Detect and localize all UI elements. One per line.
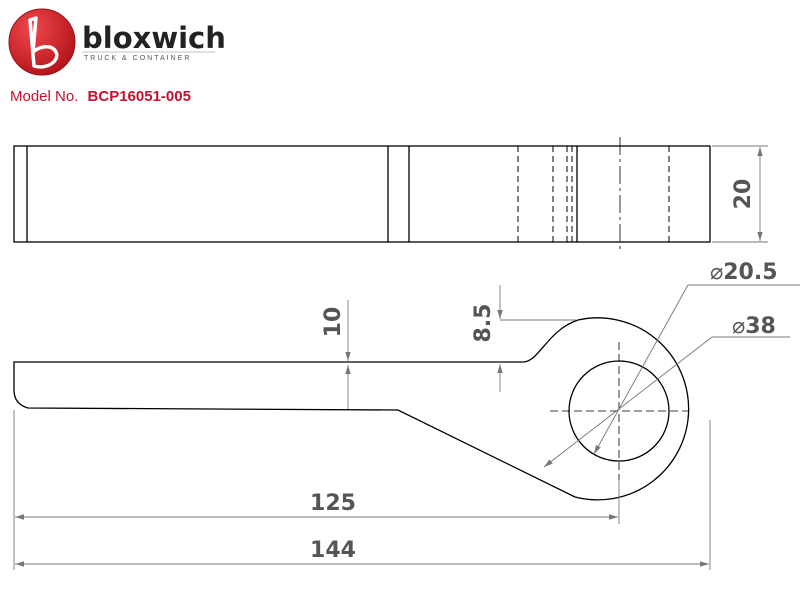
outer-diameter-leader [543, 336, 790, 468]
brand-tagline: TRUCK & CONTAINER [84, 55, 191, 62]
overall-length-value: 144 [310, 538, 356, 563]
hole-center-length-dimension [13, 410, 620, 570]
top-view-outline [13, 145, 711, 243]
front-view [13, 317, 690, 501]
eye-centerlines [550, 342, 688, 480]
outer-diameter-label: ⌀38 [732, 314, 776, 339]
model-number: BCP16051-005 [88, 88, 191, 105]
lash-point-outline [13, 317, 690, 501]
hole-center-length-value: 125 [310, 491, 356, 516]
top-view-hidden-lines [517, 146, 670, 242]
model-label: Model No. [10, 88, 78, 105]
outer-diameter-value: 38 [745, 314, 776, 339]
diameter-symbol-outer: ⌀ [732, 314, 745, 339]
top-view [13, 137, 711, 250]
overall-length-dimension [15, 420, 711, 570]
eye-offset-dimension [497, 285, 576, 392]
inner-diameter-label: ⌀20.5 [710, 260, 778, 285]
thickness-value: 20 [731, 179, 756, 210]
shank-height-value: 10 [321, 307, 346, 338]
eye-offset-value: 8.5 [471, 304, 496, 343]
bloxwich-logo: bloxwich TRUCK & CONTAINER [8, 8, 226, 76]
brand-name: bloxwich [82, 21, 226, 55]
inner-diameter-leader [593, 284, 800, 455]
bloxwich-b-logo-icon [8, 8, 76, 76]
thickness-dimension [712, 145, 768, 243]
diameter-symbol-inner: ⌀ [710, 260, 723, 285]
model-line: Model No. BCP16051-005 [10, 88, 191, 105]
inner-diameter-value: 20.5 [723, 260, 777, 285]
